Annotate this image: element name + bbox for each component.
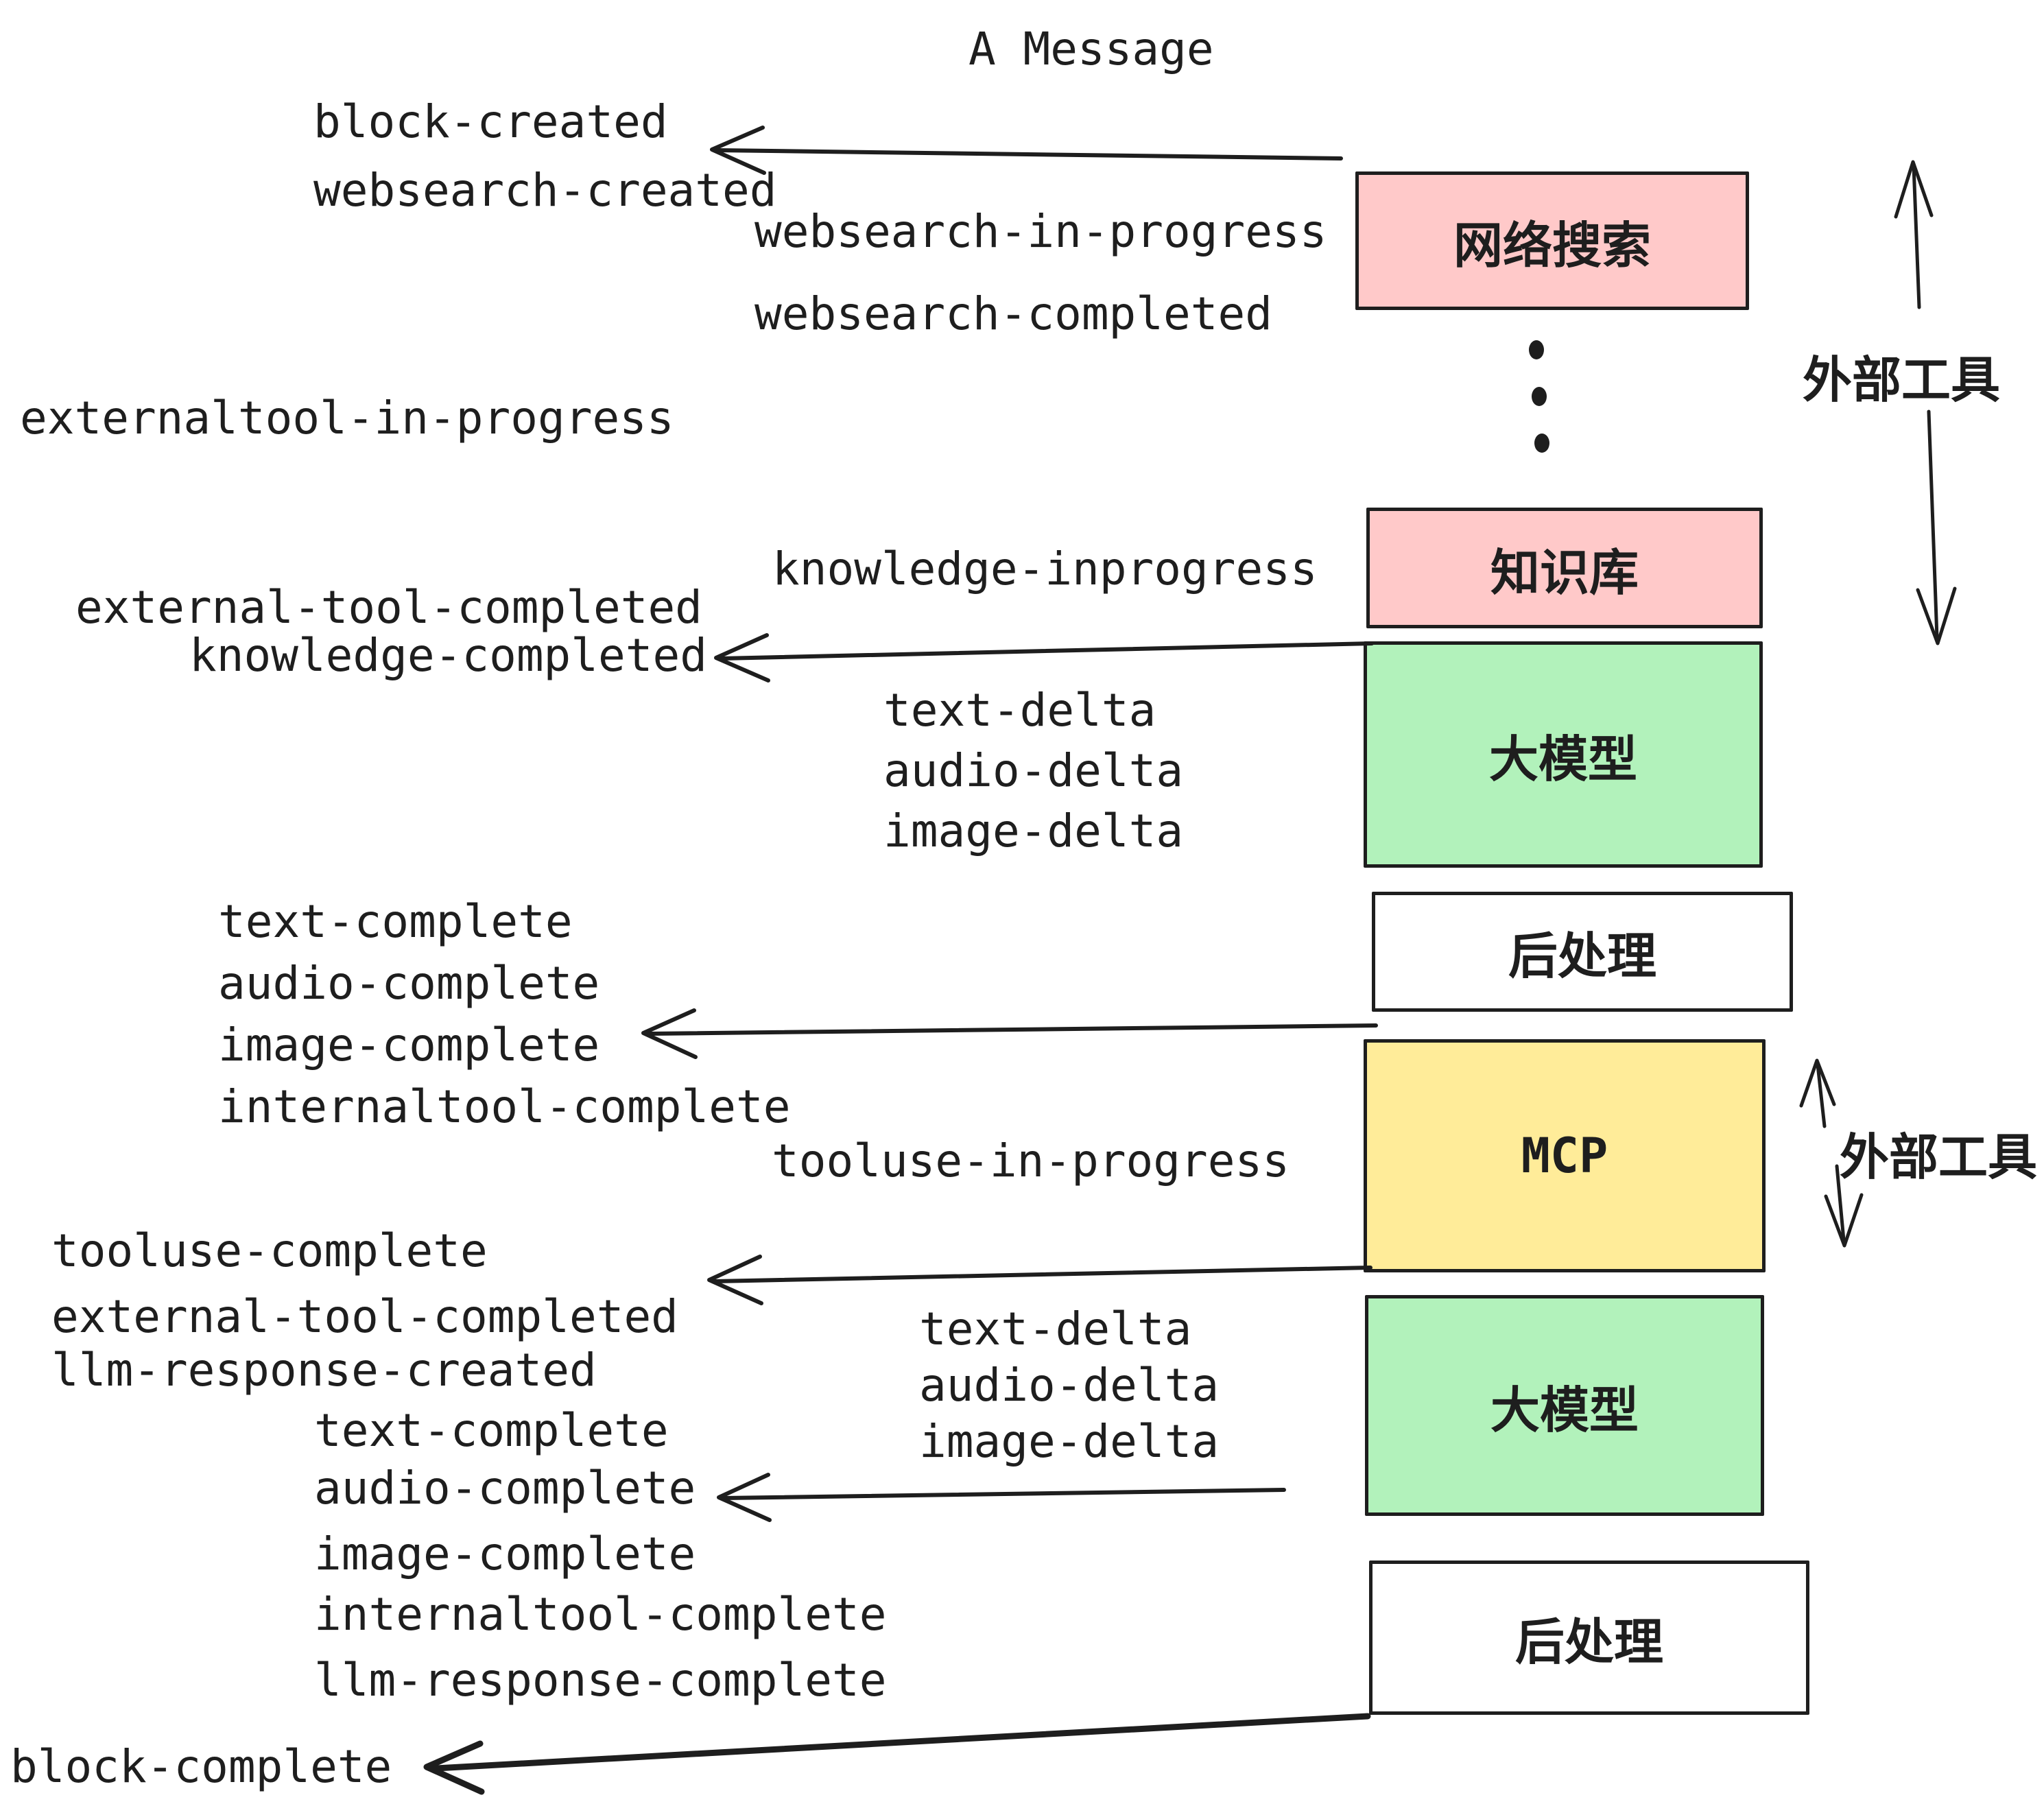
event-llm-response-created: llm-response-created xyxy=(51,1344,597,1397)
event-internaltool-complete-2: internaltool-complete xyxy=(314,1588,887,1641)
box-llm-2-label: 大模型 xyxy=(1490,1381,1639,1439)
event-block-created: block-created xyxy=(313,95,668,148)
box-mcp: MCP xyxy=(1364,1039,1766,1272)
event-external-tool-completed-2: external-tool-completed xyxy=(51,1290,678,1343)
arrow-websearch-to-block-created xyxy=(710,126,1343,175)
arrow-postprocess2-to-block-complete xyxy=(423,1713,1371,1795)
box-mcp-label: MCP xyxy=(1521,1128,1608,1184)
box-postprocess-1-label: 后处理 xyxy=(1508,927,1656,985)
event-text-complete-1: text-complete xyxy=(218,895,573,948)
event-tooluse-in-progress: tooluse-in-progress xyxy=(772,1135,1290,1187)
box-llm-1-label: 大模型 xyxy=(1488,730,1637,788)
event-websearch-created: websearch-created xyxy=(313,164,777,217)
external-tools-up-arrow-top xyxy=(1894,160,1934,309)
event-block-complete: block-complete xyxy=(10,1740,392,1793)
event-audio-delta-2: audio-delta xyxy=(919,1359,1220,1412)
diagram-title: A Message xyxy=(968,23,1214,75)
external-tools-label-bottom: 外部工具 xyxy=(1840,1128,2038,1186)
event-image-delta-2: image-delta xyxy=(919,1415,1220,1468)
box-websearch-label: 网络搜索 xyxy=(1453,216,1651,274)
event-knowledge-inprogress: knowledge-inprogress xyxy=(772,543,1318,595)
box-llm-2: 大模型 xyxy=(1365,1295,1764,1516)
box-postprocess-1: 后处理 xyxy=(1372,892,1793,1012)
event-knowledge-completed: knowledge-completed xyxy=(189,629,707,682)
box-knowledge-label: 知识库 xyxy=(1490,543,1639,602)
box-llm-1: 大模型 xyxy=(1364,641,1763,868)
event-external-tool-completed: external-tool-completed xyxy=(75,581,702,634)
event-audio-delta-1: audio-delta xyxy=(883,744,1184,797)
external-tools-up-arrow-bottom xyxy=(1799,1058,1836,1128)
event-text-delta-2: text-delta xyxy=(919,1303,1192,1355)
event-tooluse-complete: tooluse-complete xyxy=(51,1224,488,1277)
event-websearch-in-progress: websearch-in-progress xyxy=(754,205,1327,258)
arrow-postprocess1-to-image-complete xyxy=(641,1008,1378,1059)
box-websearch: 网络搜索 xyxy=(1355,171,1749,310)
external-tools-label-top: 外部工具 xyxy=(1803,351,2001,409)
event-llm-response-complete: llm-response-complete xyxy=(314,1654,887,1707)
arrow-mcp-to-tooluse-complete xyxy=(707,1255,1372,1305)
event-image-complete-1: image-complete xyxy=(218,1019,600,1071)
event-text-complete-2: text-complete xyxy=(314,1404,669,1457)
event-websearch-completed: websearch-completed xyxy=(754,287,1272,340)
event-internaltool-complete-1: internaltool-complete xyxy=(218,1080,791,1133)
external-tools-down-arrow-top xyxy=(1916,410,1957,645)
box-postprocess-2-label: 后处理 xyxy=(1514,1613,1663,1671)
event-externaltool-in-progress: externaltool-in-progress xyxy=(20,392,674,444)
event-audio-complete-1: audio-complete xyxy=(218,957,600,1010)
box-knowledge: 知识库 xyxy=(1366,508,1763,628)
event-text-delta-1: text-delta xyxy=(883,684,1156,737)
event-audio-complete-2: audio-complete xyxy=(314,1462,696,1515)
ellipsis-dots xyxy=(1529,340,1549,453)
event-image-delta-1: image-delta xyxy=(883,805,1184,857)
arrow-llm2-to-audio-complete xyxy=(717,1473,1286,1522)
box-postprocess-2: 后处理 xyxy=(1369,1560,1809,1715)
arrow-knowledge-to-knowledge-completed xyxy=(714,633,1374,683)
event-image-complete-2: image-complete xyxy=(314,1528,696,1580)
